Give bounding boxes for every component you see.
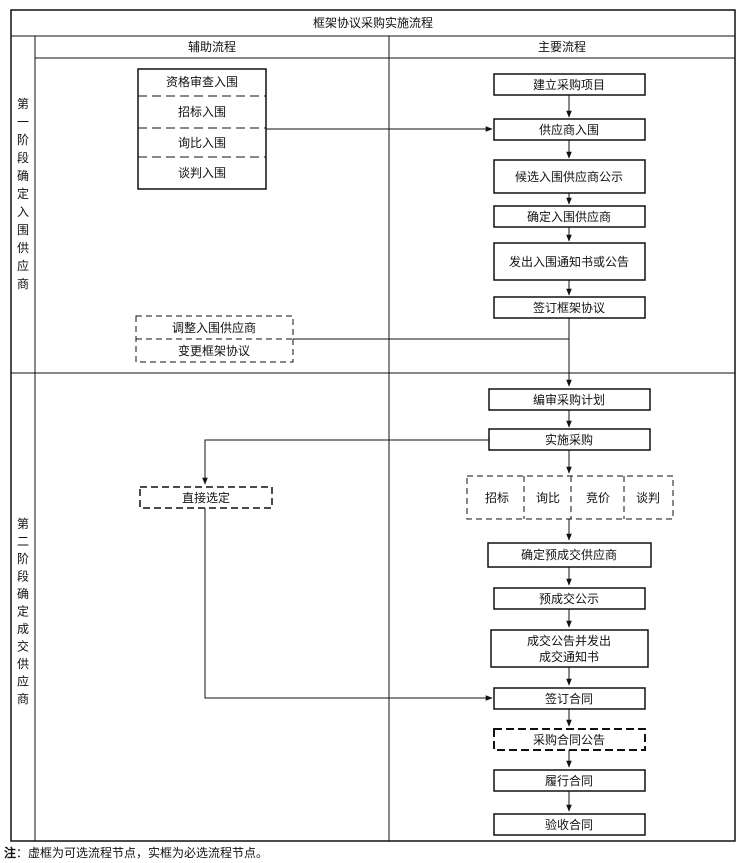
direct-select-branch-arrow <box>202 439 489 485</box>
supplier-entry-label: 供应商入围 <box>539 122 599 137</box>
acceptance-label: 验收合同 <box>545 817 593 832</box>
sign-contract-label: 签订合同 <box>545 691 593 706</box>
implement-procurement-label: 实施采购 <box>545 432 593 447</box>
confirm-supplier-label: 确定入围供应商 <box>527 209 611 224</box>
entry-notice-label: 发出入围通知书或公告 <box>509 254 629 269</box>
procurement-plan-label: 编审采购计划 <box>533 392 605 407</box>
stage-label-char: 入 <box>17 205 29 219</box>
acceptance-box <box>493 813 646 836</box>
stage-label-char: 一 <box>17 115 29 129</box>
stage-label-char: 第 <box>17 97 29 111</box>
stage-label-char: 供 <box>17 657 29 671</box>
method-inquiry-label: 询比 <box>536 491 560 505</box>
adjust-supplier-label: 调整入围供应商 <box>172 320 256 335</box>
main-column-header: 主要流程 <box>538 39 586 54</box>
entry-notice-box <box>493 242 646 281</box>
direct-select-box <box>139 486 273 509</box>
footnote-text: ：虚框为可选流程节点，实框为必选流程节点。 <box>16 846 269 860</box>
stage-label-char: 段 <box>17 569 29 584</box>
stage-label-char: 阶 <box>17 133 29 147</box>
pre-deal-publicity-label: 预成交公示 <box>539 591 599 606</box>
pre-deal-supplier-label: 确定预成交供应商 <box>521 547 617 562</box>
footnote-prefix: 注 <box>4 846 17 860</box>
stage-label-char: 阶 <box>17 552 29 566</box>
create-project-label: 建立采购项目 <box>533 77 605 92</box>
outer-frame <box>10 9 736 842</box>
aux-column-header: 辅助流程 <box>188 39 236 54</box>
deal-notice-line2: 成交通知书 <box>539 649 599 664</box>
stage-label-char: 成 <box>17 622 29 636</box>
pre-deal-supplier-box <box>487 542 652 568</box>
contract-announcement-label: 采购合同公告 <box>533 732 605 747</box>
stage-label-char: 应 <box>17 258 29 273</box>
methods-group-box <box>466 475 674 520</box>
perform-contract-label: 履行合同 <box>545 773 593 788</box>
method-tender-label: 招标 <box>485 491 509 505</box>
negotiation-entry-label: 谈判入围 <box>178 166 226 180</box>
inquiry-entry-label: 询比入围 <box>178 136 226 150</box>
stage-label-char: 交 <box>17 639 29 654</box>
diagram-title: 框架协议采购实施流程 <box>313 15 433 30</box>
stage-label-char: 二 <box>17 535 29 549</box>
direct-select-label: 直接选定 <box>182 490 230 505</box>
stage-label-char: 围 <box>17 223 29 237</box>
stage-label-char: 商 <box>17 276 29 291</box>
direct-select-to-contract-arrow <box>204 508 493 701</box>
qualification-entry-label: 资格审查入围 <box>166 74 238 89</box>
deal-notice-box <box>490 629 649 668</box>
stage-label-char: 确 <box>17 169 29 183</box>
stage-label-char: 第 <box>17 517 29 531</box>
stage-label-char: 定 <box>17 604 29 619</box>
stage-label-char: 商 <box>17 691 29 706</box>
tender-entry-label: 招标入围 <box>178 105 226 119</box>
stage-label-char: 定 <box>17 186 29 201</box>
stage-label-char: 应 <box>17 674 29 689</box>
stage-label-char: 段 <box>17 150 29 165</box>
footnote: 注：虚框为可选流程节点，实框为必选流程节点。 <box>4 844 268 861</box>
sign-framework-label: 签订框架协议 <box>533 300 605 315</box>
method-bidding-label: 竞价 <box>586 491 610 505</box>
candidate-publicity-label: 候选入围供应商公示 <box>515 169 623 184</box>
deal-notice-line1: 成交公告并发出 <box>527 633 611 648</box>
change-framework-label: 变更框架协议 <box>178 343 250 358</box>
method-negotiation-label: 谈判 <box>636 491 660 505</box>
stage-label-char: 供 <box>17 241 29 255</box>
stage-label-char: 确 <box>17 587 29 601</box>
